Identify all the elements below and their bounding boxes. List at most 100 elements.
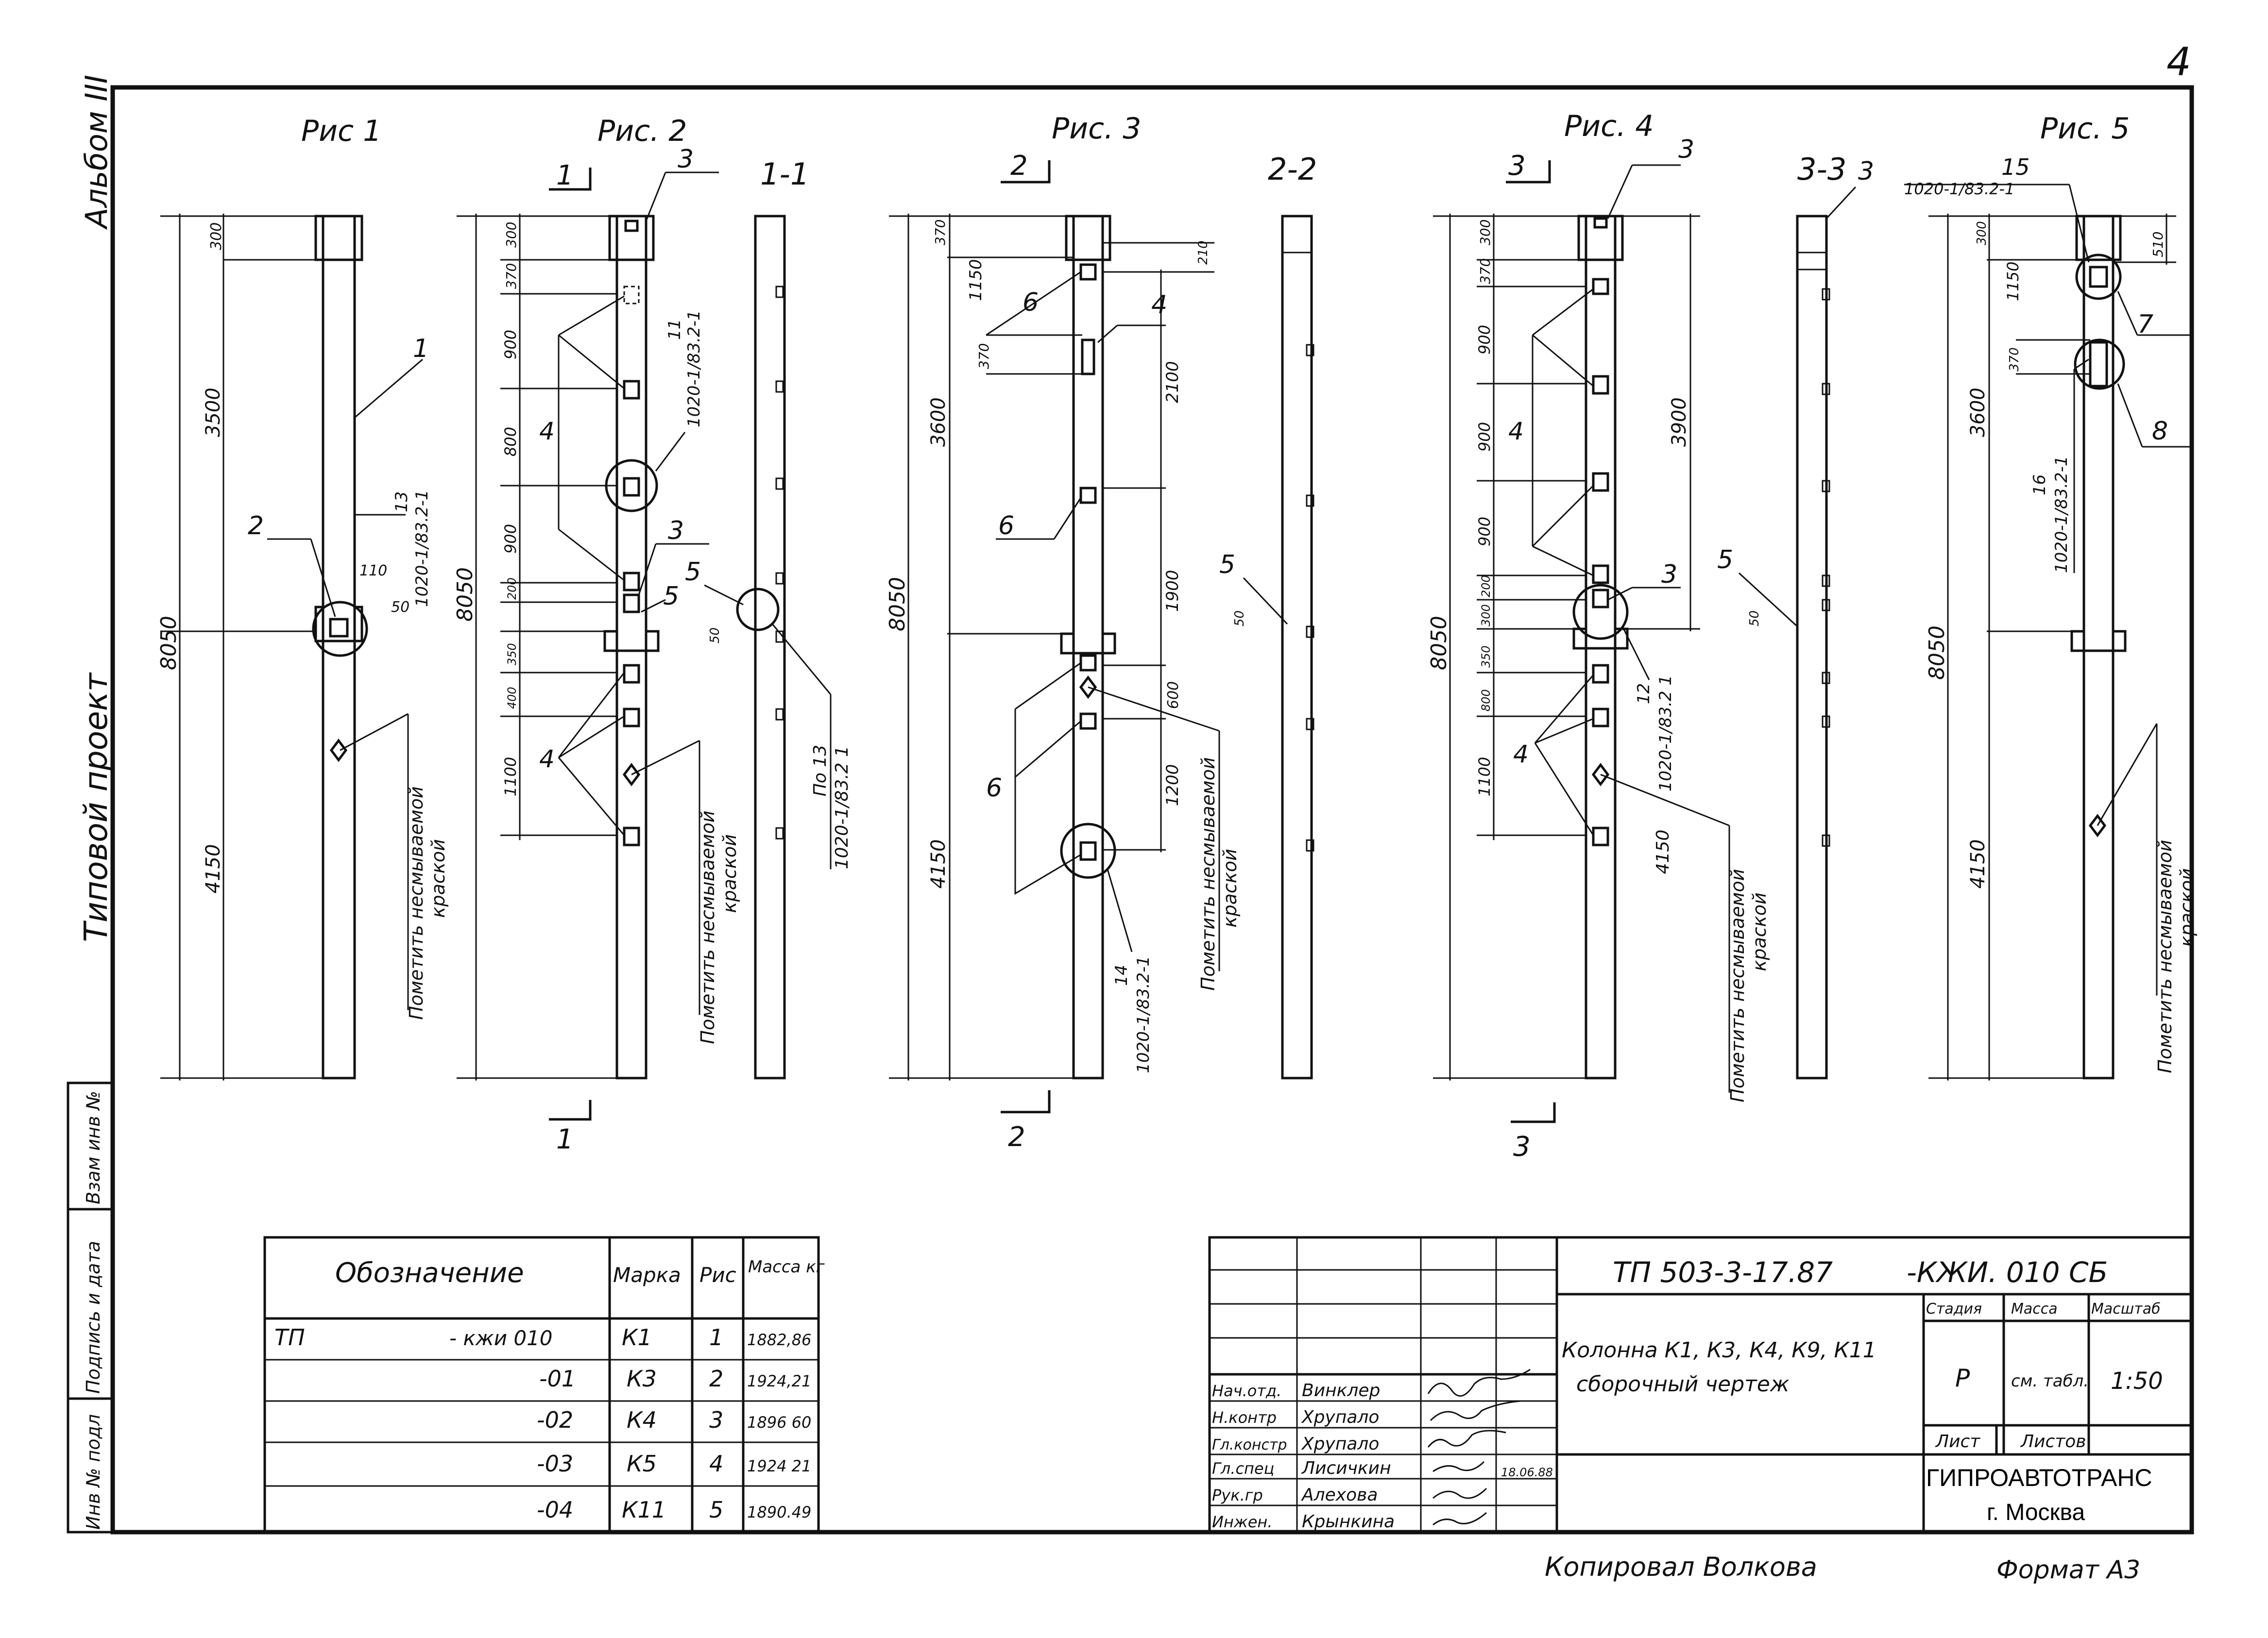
fig2-title: Рис. 2 (597, 114, 687, 148)
section-2-2 (1281, 215, 1314, 1080)
fig3-dim-340: 370 (976, 343, 992, 369)
fig4-dim-300b: 300 (1479, 604, 1493, 626)
fig2-pos-4b: 4 (539, 745, 555, 773)
title-name-1: Колонна К1, К3, К4, К9, К11 (1562, 1338, 1876, 1363)
fig2-dim-370: 370 (503, 263, 519, 289)
spec-row-1: -01 К3 2 1924,21 (539, 1366, 811, 1392)
fig5-paint-note2: краской (2176, 868, 2198, 947)
fig5-pos-7: 7 (2137, 310, 2153, 339)
fig2-paint-note2: краской (719, 834, 740, 913)
stamp-label-inv: Инв № подл (83, 1414, 104, 1530)
title-person-1: Н.контр Хрупало (1212, 1407, 1379, 1427)
cut-mark-1-bottom: 1 (556, 1124, 574, 1155)
fig2-dim-200: 200 (505, 577, 519, 600)
spec-row-mass: 1882,86 (747, 1331, 811, 1349)
fig5-dim-8050: 8050 (1925, 625, 1949, 680)
spec-row-mark: К1 (622, 1324, 652, 1351)
fig2-pos-5: 5 (663, 582, 679, 611)
fig5-title: Рис. 5 (2040, 112, 2130, 146)
title-block (1208, 1236, 2193, 1533)
person-role: Рук.гр (1212, 1486, 1263, 1504)
person-name: Крынкина (1302, 1512, 1395, 1532)
spec-header-mass: Масса кг (748, 1257, 825, 1277)
cut-mark-3-bottom: 3 (1513, 1131, 1531, 1163)
spec-row-mass: 1924,21 (747, 1372, 811, 1390)
spec-row-mark: К4 (627, 1407, 657, 1433)
spec-row-fig: 2 (709, 1366, 723, 1392)
stamp-label-replace: Взам инв № (83, 1091, 104, 1204)
fig4-dim-200: 200 (1479, 575, 1493, 597)
stamp-label-sign: Подпись и дата (83, 1241, 104, 1394)
section-3-3-dim-50: 50 (1747, 610, 1762, 626)
fig4-dim-350: 350 (1479, 645, 1493, 668)
fig3-ref-14b: 1020-1/83.2-1 (1134, 956, 1153, 1074)
spec-row-fig: 1 (709, 1324, 723, 1351)
spec-row-fig: 4 (709, 1451, 723, 1477)
person-name: Лисичкин (1301, 1458, 1391, 1478)
fig1-paint-note: Пометить несмываемой (406, 786, 427, 1020)
fig1-pos-1: 1 (413, 334, 429, 363)
footer-format: Формат А3 (1996, 1555, 2140, 1585)
fig2-paint-note: Пометить несмываемой (697, 811, 718, 1044)
section-2-2-pos-5: 5 (1219, 550, 1235, 579)
fig1-pos-2: 2 (248, 511, 264, 540)
fig3-dim-1200: 1200 (1163, 764, 1182, 806)
fig5-ref-15: 15 (2001, 154, 2030, 180)
spec-row-4: -04 К11 5 1890.49 (537, 1497, 811, 1523)
fig1-title: Рис 1 (301, 114, 381, 148)
spec-row-mark: К3 (627, 1366, 657, 1392)
page-number: 4 (2166, 39, 2191, 84)
fig4-dim-3900: 3900 (1668, 397, 1690, 447)
spec-row-code: -01 (539, 1366, 576, 1392)
title-person-4: Рук.гр Алехова (1212, 1485, 1378, 1505)
fig5-dim-510: 510 (2150, 232, 2166, 257)
title-org-2: г. Москва (1987, 1500, 2085, 1525)
title-org-1: ГИПРОАВТОТРАНС (1926, 1464, 2152, 1491)
fig1-column (160, 214, 368, 1081)
cut-mark-1-top: 1 (556, 160, 574, 191)
person-name: Алехова (1301, 1485, 1378, 1505)
title-sheet-header: Лист (1935, 1432, 1980, 1452)
fig2-dim-8050: 8050 (453, 567, 477, 622)
fig3-dim-210: 210 (1196, 240, 1211, 265)
title-scale-header: Масштаб (2091, 1300, 2161, 1317)
fig4-dim-900a: 900 (1475, 325, 1494, 355)
fig5-paint-note: Пометить несмываемой (2154, 840, 2176, 1073)
fig2-pos-3b: 3 (668, 516, 684, 545)
fig4-pos-3a: 3 (1678, 135, 1694, 164)
fig4-column (1433, 214, 1700, 1081)
spec-row-code: -02 (537, 1407, 573, 1433)
section-3-3-title: 3-3 (1797, 152, 1846, 187)
section-1-1-ref-po13b: 1020-1/83.2 1 (832, 746, 852, 869)
fig2-dim-400: 400 (505, 687, 519, 709)
fig2-ref-11: 11 (665, 319, 684, 340)
fig2-dim-300: 300 (503, 222, 519, 248)
signatures (1427, 1368, 1531, 1526)
fig2-dim-350: 350 (505, 643, 519, 665)
fig3-dim-370: 370 (932, 220, 948, 245)
fig4-pos-3b: 3 (1661, 560, 1677, 589)
title-doc-code2: -КЖИ. 010 СБ (1907, 1256, 2108, 1289)
fig4-dim-8050: 8050 (1427, 616, 1451, 670)
fig4-dim-800: 800 (1479, 689, 1493, 711)
fig3-title: Рис. 3 (1052, 112, 1141, 146)
section-3-3-pos-5: 5 (1717, 545, 1733, 574)
footer-copied: Копировал Волкова (1545, 1552, 1817, 1582)
title-stage-header: Стадия (1926, 1300, 1982, 1317)
fig5-dim-3600: 3600 (1967, 388, 1989, 437)
fig3-dim-8050: 8050 (885, 577, 910, 631)
spec-row-3: -03 К5 4 1924 21 (537, 1451, 811, 1477)
fig3-pos-6a: 6 (1023, 288, 1039, 317)
title-stage: Р (1955, 1364, 1970, 1392)
person-name: Хрупало (1301, 1434, 1379, 1454)
fig5-column (1928, 214, 2176, 1081)
fig4-pos-4b: 4 (1513, 740, 1529, 768)
fig4-dim-900b: 900 (1475, 422, 1494, 452)
fig3-dim-1150: 1150 (966, 259, 986, 301)
fig2-ref-11b: 1020-1/83.2-1 (684, 310, 704, 428)
fig2-pos-4a: 4 (539, 417, 555, 445)
fig1-dim-50: 50 (391, 599, 409, 616)
fig2-dim-1100: 1100 (501, 757, 520, 796)
fig5-dim-1150: 1150 (2004, 262, 2022, 301)
fig5-dim-300: 300 (1975, 221, 1989, 245)
